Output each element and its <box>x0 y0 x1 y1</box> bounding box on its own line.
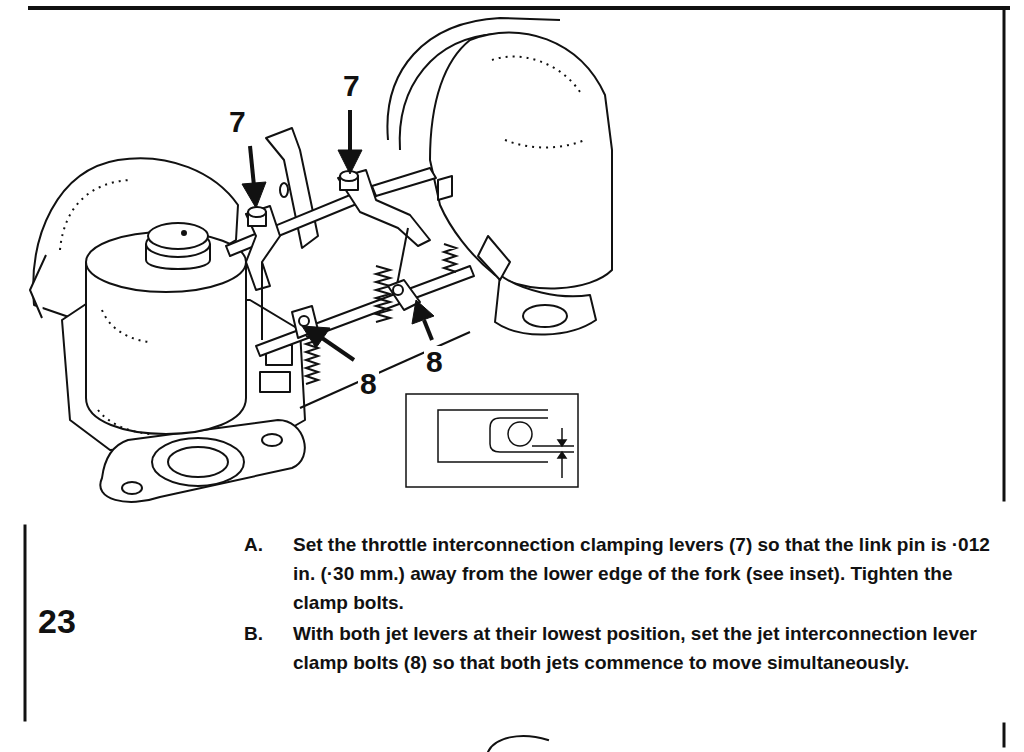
right-air-intake <box>430 32 612 288</box>
label-slot: 23 <box>36 604 78 640</box>
left-carburettor-body <box>152 438 244 486</box>
return-spring <box>376 266 390 322</box>
right-air-intake <box>523 305 567 327</box>
left-carburettor-body <box>168 447 228 477</box>
step-letter: B. <box>244 619 263 648</box>
callout-number: 8 <box>358 368 379 400</box>
callout-number: 7 <box>341 70 362 102</box>
instruction-text: Set the throttle interconnection clampin… <box>293 530 1005 617</box>
inset-fork <box>558 440 566 446</box>
label-slot: Set the throttle interconnection clampin… <box>293 530 1005 617</box>
left-dashpot <box>148 223 208 249</box>
left-dashpot <box>182 231 186 235</box>
left-carburettor-body <box>262 434 282 446</box>
step-letter: A. <box>244 530 263 559</box>
label-slot: 8 <box>424 346 445 378</box>
left-dashpot <box>98 410 150 434</box>
page-frame <box>1003 724 1006 746</box>
callout-arrow <box>424 320 432 340</box>
label-slot: A. <box>244 530 263 559</box>
callout-number: 7 <box>227 106 248 138</box>
clamping-lever <box>246 170 430 290</box>
jet-lever <box>438 176 452 200</box>
right-air-intake <box>478 236 510 280</box>
clamping-lever <box>248 207 266 217</box>
callout-arrow <box>302 326 330 348</box>
jet-lever <box>393 285 403 295</box>
label-slot: With both jet levers at their lowest pos… <box>293 619 1005 677</box>
callout-arrow <box>322 338 354 360</box>
callout-number: 8 <box>424 346 445 378</box>
return-spring <box>444 244 456 272</box>
return-spring <box>261 262 263 340</box>
inset-fork <box>406 394 578 487</box>
left-air-intake <box>30 255 46 318</box>
left-dashpot <box>86 223 246 434</box>
callout-arrow <box>348 110 352 152</box>
jet-lever <box>299 316 309 326</box>
label-slot: 7 <box>227 106 248 138</box>
callout-arrow <box>412 300 434 324</box>
label-slot: 7 <box>341 70 362 102</box>
page-number: 23 <box>36 604 78 640</box>
right-air-intake <box>495 275 596 335</box>
inset-fork <box>490 418 548 452</box>
return-spring <box>262 228 456 384</box>
inset-fork <box>438 410 548 462</box>
jet-lever <box>292 176 470 408</box>
mounting-bracket <box>280 183 288 197</box>
inset-fork <box>508 422 532 446</box>
right-air-intake <box>505 140 585 148</box>
callout-arrow <box>338 150 362 174</box>
jet-spindle <box>256 266 474 356</box>
label-slot: B. <box>244 619 263 648</box>
right-air-intake <box>492 57 580 92</box>
clamping-lever <box>338 170 430 246</box>
callout-arrow <box>242 182 266 208</box>
jet-spindle <box>256 266 474 356</box>
page-frame <box>24 526 27 720</box>
left-dashpot <box>102 310 150 342</box>
label-slot: 8 <box>358 368 379 400</box>
page-frame <box>488 736 548 752</box>
instruction-text: With both jet levers at their lowest pos… <box>293 619 1005 677</box>
page-frame <box>30 6 1008 10</box>
inset-fork <box>406 394 578 487</box>
left-carburettor-body <box>122 482 142 494</box>
left-carburettor-body <box>100 420 305 502</box>
left-carburettor-body <box>260 372 290 392</box>
page-frame <box>1003 8 1006 500</box>
inset-fork <box>532 445 574 447</box>
callout-arrow <box>242 110 434 360</box>
throttle-spindle <box>372 168 436 196</box>
inset-fork <box>558 452 566 458</box>
callout-arrow <box>250 146 254 186</box>
page-frame <box>25 8 1008 752</box>
